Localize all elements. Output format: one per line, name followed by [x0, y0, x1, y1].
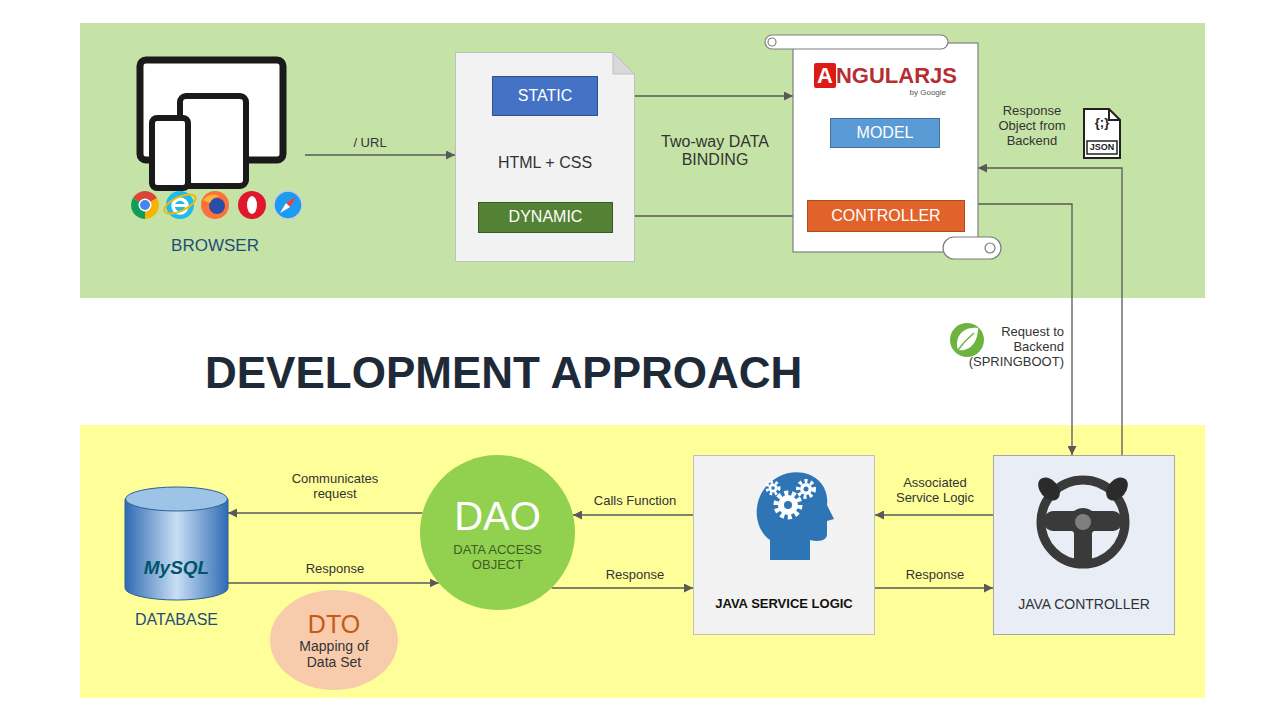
- circle-subtitle: DATA ACCESS OBJECT: [448, 543, 548, 573]
- frontend-band: [80, 23, 1205, 298]
- devices-icon: [140, 60, 283, 188]
- connector-label: Response Object from Backend: [990, 104, 1074, 149]
- static-box: STATIC: [492, 76, 598, 116]
- node-label: BROWSER: [171, 236, 259, 256]
- steering-wheel-icon: [1075, 514, 1091, 530]
- firefox-logo: [201, 191, 229, 219]
- box-label: JAVA CONTROLLER: [1018, 596, 1150, 612]
- connector-label: Calls Function: [580, 494, 690, 509]
- database-cylinder: MySQL DATABASE: [125, 487, 228, 635]
- steering-wheel-icon: [1069, 508, 1097, 536]
- circle-title: DTO: [308, 610, 360, 639]
- connector-label: Response: [280, 562, 390, 577]
- box-label: JAVA SERVICE LOGIC: [715, 597, 853, 612]
- html-page: HTML + CSS STATIC DYNAMIC: [455, 52, 635, 262]
- spring-logo: [950, 323, 984, 357]
- connector-label: Response: [885, 568, 985, 583]
- ie-logo: [173, 204, 187, 207]
- safari-logo: [274, 191, 302, 219]
- head-gears-icon: [784, 501, 792, 509]
- head-gears-icon: [771, 486, 775, 490]
- connector-arrow: [875, 514, 993, 515]
- ie-logo: [162, 190, 199, 217]
- box-label: DYNAMIC: [509, 208, 583, 226]
- json-file-icon: [1087, 141, 1117, 154]
- connector-label: Communicates request: [280, 472, 390, 502]
- dao-circle: DAO DATA ACCESS OBJECT: [420, 455, 575, 610]
- connector-label: Associated Service Logic: [885, 476, 985, 506]
- ie-logo: [162, 190, 199, 219]
- connector-arrow: [228, 512, 422, 513]
- angularjs-scroll: ANGULARJSby GoogleMODEL CONTROLLER: [793, 35, 978, 262]
- angularjs-scroll-outline: [765, 35, 948, 49]
- chrome-logo: [131, 191, 159, 219]
- page-label: HTML + CSS: [498, 154, 592, 172]
- chrome-logo: [139, 199, 152, 212]
- spring-logo: [958, 333, 974, 350]
- connector-arrow: [875, 587, 993, 588]
- head-gears-icon: [804, 487, 809, 492]
- angularjs-scroll-outline: [985, 243, 995, 253]
- dto-circle-outline: [270, 590, 398, 690]
- connector-arrow: [305, 154, 455, 155]
- connector-arrow: [228, 582, 439, 583]
- connector-arrow: [552, 587, 693, 588]
- json-file-icon: [1084, 109, 1120, 158]
- icon-glyph: {;}: [1086, 116, 1118, 131]
- opera-logo: [238, 191, 266, 219]
- firefox-logo: [209, 198, 225, 214]
- firefox-logo: [203, 195, 220, 203]
- box-label: CONTROLLER: [831, 207, 940, 225]
- head-gears-icon: [800, 483, 812, 495]
- json-file-icon: [1109, 109, 1120, 120]
- head-gears-icon: [798, 481, 814, 497]
- safari-logo: [274, 191, 302, 219]
- circle-title: DAO: [454, 493, 541, 539]
- box-label: STATIC: [518, 87, 573, 105]
- connector-arrow: [573, 514, 693, 515]
- angularjs-scroll-outline: [943, 237, 1001, 259]
- chrome-logo: [140, 200, 150, 210]
- head-gears-icon: [769, 484, 778, 493]
- html-page-outline: [613, 53, 635, 75]
- spring-logo: [950, 323, 984, 357]
- head-gears-icon: [776, 493, 800, 517]
- database-cylinder-outline: [126, 487, 228, 511]
- annotation: Two-way DATA BINDING: [655, 133, 775, 170]
- connector-arrow: [613, 215, 807, 216]
- spring-logo: [957, 328, 978, 350]
- node-label: DATABASE: [135, 611, 218, 629]
- dao-circle-outline: [420, 455, 575, 610]
- dto-circle: DTOMapping of Data Set: [270, 590, 398, 690]
- database-cylinder-outline: [125, 499, 228, 600]
- logo-text: MySQL: [144, 557, 209, 579]
- angularjs-scroll-outline: [768, 38, 776, 46]
- connector-label: / URL: [320, 136, 420, 151]
- safari-logo: [280, 203, 290, 213]
- head-gears-icon: [778, 495, 798, 515]
- diagram-title: DEVELOPMENT APPROACH: [205, 348, 802, 399]
- logo-subtext: by Google: [910, 88, 946, 97]
- connector-arrow: [978, 168, 1122, 455]
- controller-box: CONTROLLER: [807, 200, 965, 232]
- opera-logo: [247, 196, 257, 214]
- json-file-icon: [1084, 109, 1120, 158]
- backend-band: [80, 425, 1205, 698]
- steering-wheel-icon: [1044, 511, 1122, 531]
- devices-icon: [152, 118, 188, 188]
- head-gears-icon: [767, 482, 779, 494]
- box-label: MODEL: [857, 124, 914, 142]
- connector-label: Response: [580, 568, 690, 583]
- html-page-outline: [456, 53, 635, 262]
- opera-logo: [238, 191, 266, 219]
- icon-label: JSON: [1087, 141, 1117, 154]
- angularjs-scroll-outline: [793, 43, 978, 252]
- dynamic-box: DYNAMIC: [478, 202, 613, 233]
- connector-label: Request to Backend (SPRINGBOOT): [962, 325, 1064, 370]
- model-box: MODEL: [830, 118, 940, 148]
- circle-subtitle: Mapping of Data Set: [292, 638, 376, 670]
- logo-text: ANGULARJS: [814, 63, 957, 88]
- firefox-logo: [201, 191, 229, 219]
